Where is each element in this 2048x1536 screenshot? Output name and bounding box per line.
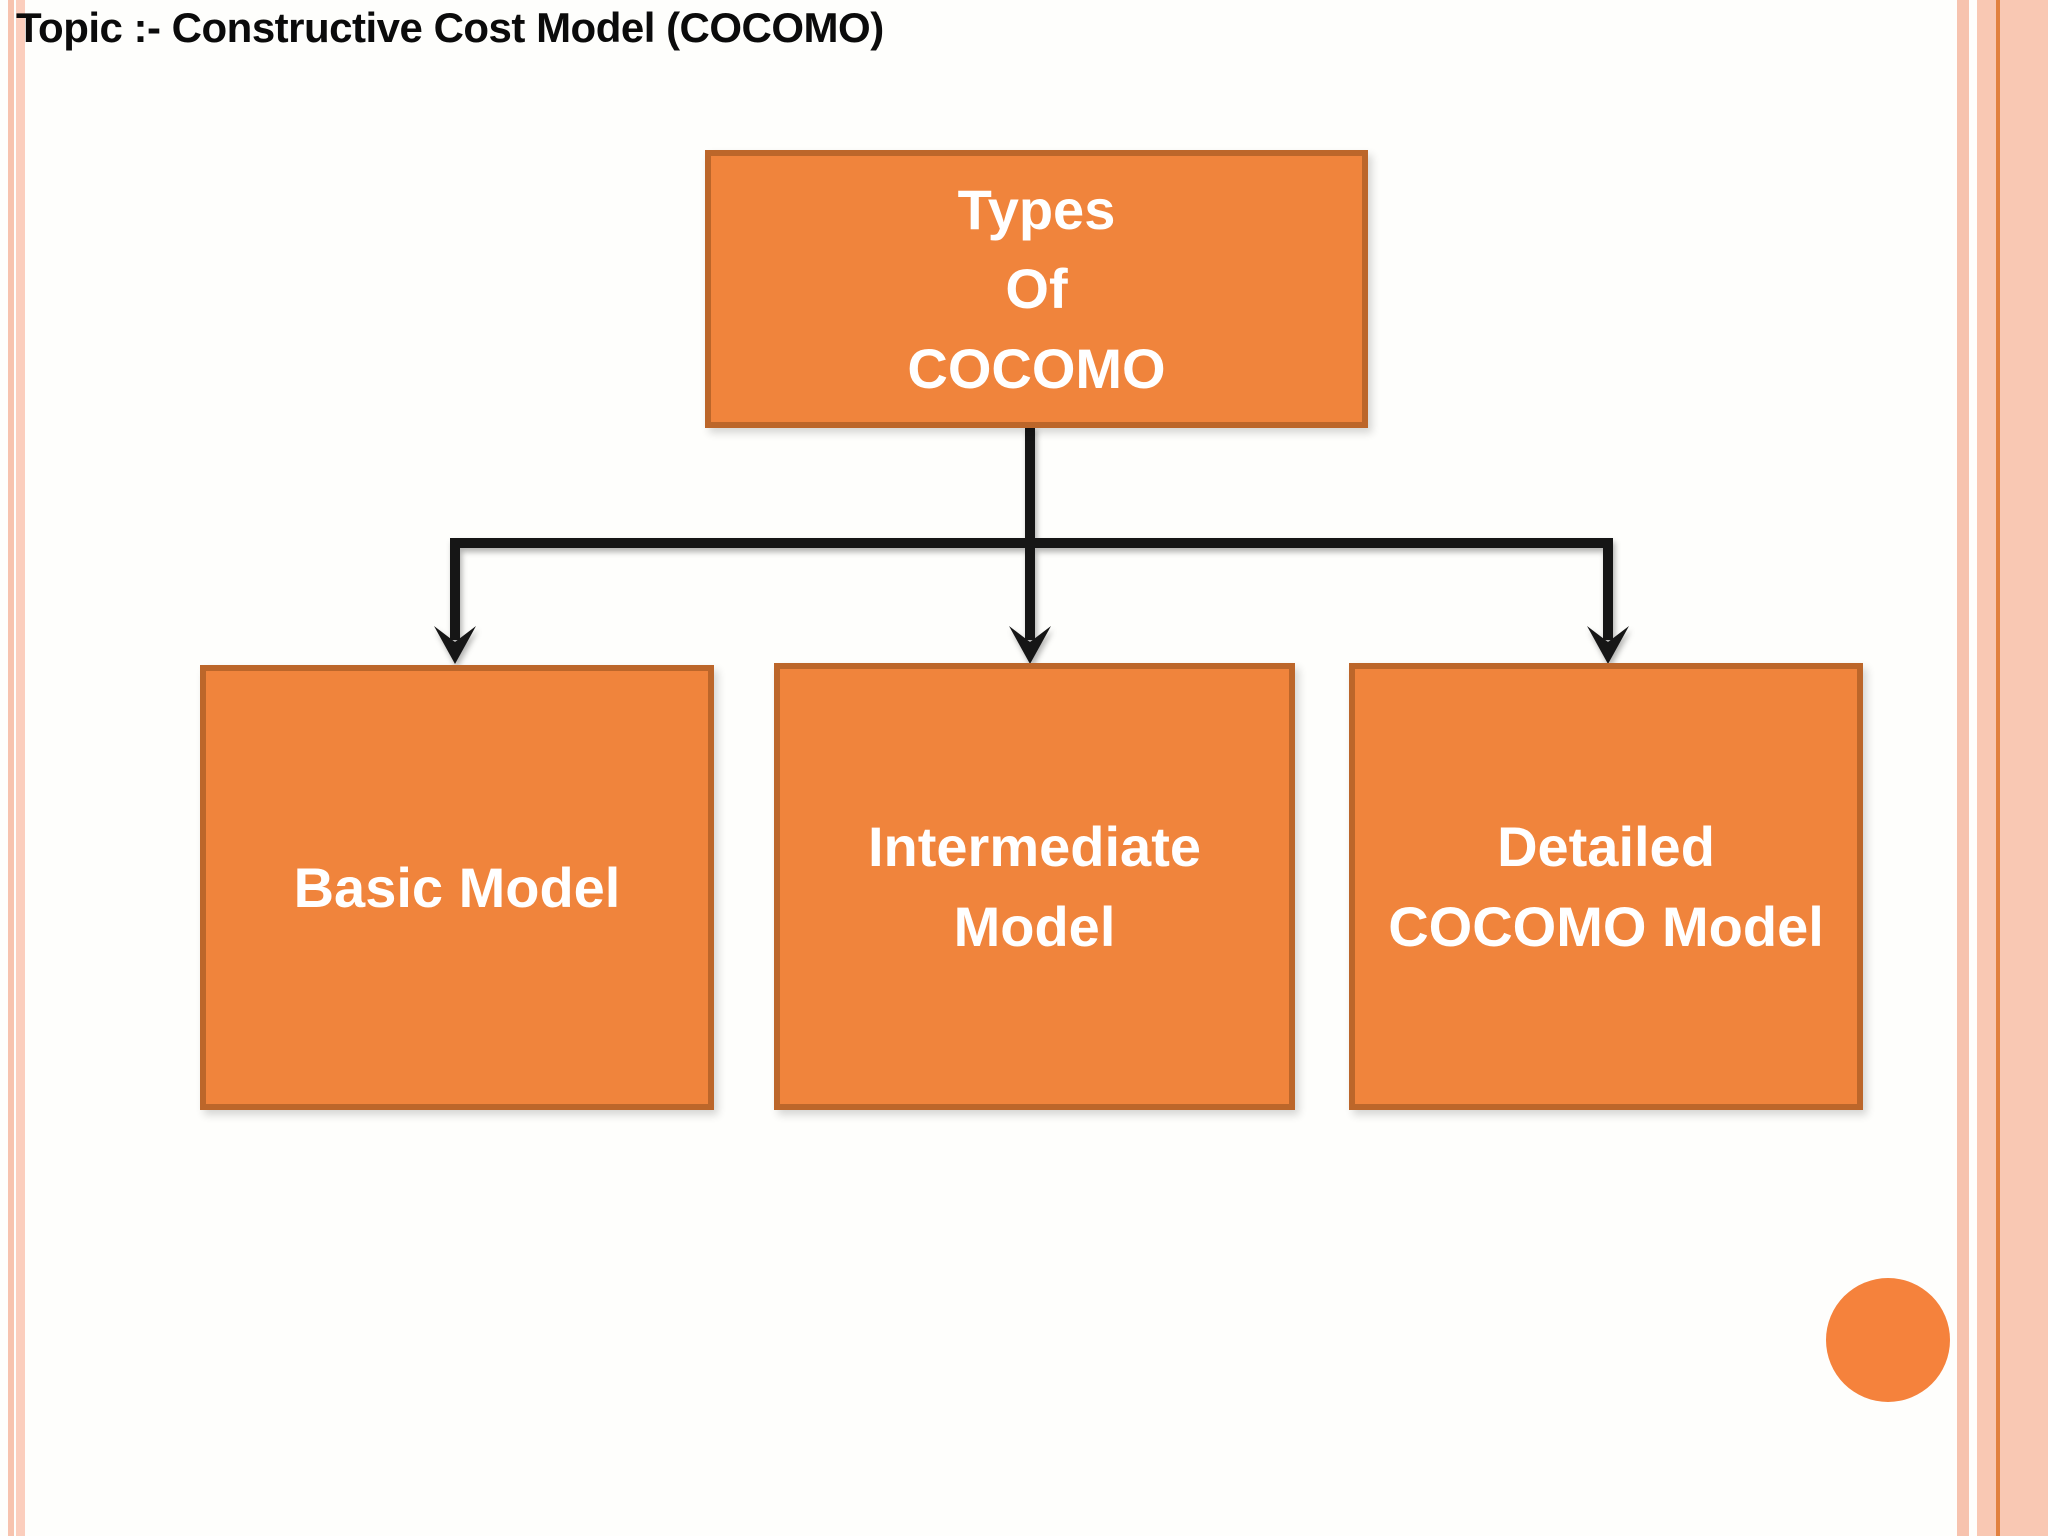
node-label-line: COCOMO Model <box>1388 894 1824 958</box>
slide-title: Topic :- Constructive Cost Model (COCOMO… <box>16 4 884 51</box>
node-intermediate-model: Intermediate Model <box>774 663 1295 1110</box>
arrowhead-right-icon <box>1587 626 1629 664</box>
arrowhead-left-icon <box>434 626 476 664</box>
connector-branch-line <box>450 538 1613 640</box>
left-border-stripe-inner <box>8 0 14 1536</box>
node-detailed-cocomo-model: Detailed COCOMO Model <box>1349 663 1863 1110</box>
node-label-line: Intermediate <box>868 814 1201 878</box>
node-types-of-cocomo: Types Of COCOMO <box>705 150 1368 428</box>
node-basic-model: Basic Model <box>200 665 714 1110</box>
right-border-stripe-thin <box>1957 0 1969 1536</box>
node-label-line: Detailed <box>1497 814 1715 878</box>
node-label-line: Types <box>957 177 1116 241</box>
right-border-accent-line <box>1996 0 2000 1536</box>
arrowhead-middle-icon <box>1009 626 1051 664</box>
node-label-line: Of <box>1005 257 1068 321</box>
node-label-line: Model <box>953 894 1116 958</box>
right-border-band <box>1977 0 2048 1536</box>
node-label-line: COCOMO <box>907 336 1166 400</box>
node-label-line: Basic Model <box>293 855 621 919</box>
decorative-circle <box>1826 1278 1950 1402</box>
left-border-stripe-outer <box>16 0 25 1536</box>
